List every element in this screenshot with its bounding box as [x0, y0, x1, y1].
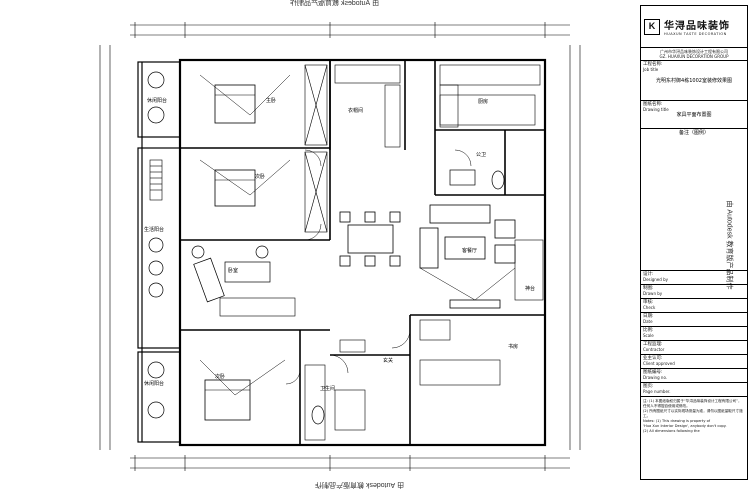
page-row: 图页: Page number.: [641, 383, 747, 397]
drawing-no-row: 图纸编号: Drawing no.: [641, 369, 747, 383]
label-foyer: 玄关: [383, 357, 393, 364]
cloak-cabinet-side: [384, 84, 401, 148]
client-row: 业主认可: Client approved: [641, 355, 747, 369]
drawing-label-en: Drawing title: [643, 107, 669, 112]
scale-label: 比例:: [643, 328, 654, 333]
brand-name-en: HUAXUN TASTE DECORATION: [664, 32, 727, 36]
bed-3: [204, 379, 251, 421]
check-label: 审核:: [643, 300, 654, 305]
wardrobe-master: [304, 64, 328, 146]
date-label-en: Date: [643, 319, 653, 324]
label-balcony-top: 休闲阳台: [147, 97, 167, 104]
logo-row: K 华浔品味装饰 HUAXUN TASTE DECORATION: [641, 6, 747, 48]
armchair-right: [494, 219, 516, 239]
label-bedroom3: 卧室: [228, 267, 238, 274]
label-second-bedroom-2: 次卧: [215, 373, 225, 380]
drawing-title-row: 图纸名称: Drawing title 家具平面布置图: [641, 101, 747, 129]
check-label-en: Check: [643, 305, 656, 310]
company-info: 广州市华浔品味装饰设计工程有限公司 GZ. HUAXUN DECORATION …: [641, 48, 747, 61]
project-label-en: Job title: [643, 67, 659, 72]
toilet-public: [491, 170, 505, 190]
drawing-label: 图纸名称:: [643, 102, 663, 107]
living-balcony-outline: [137, 147, 181, 349]
label-second-bedroom: 次卧: [255, 173, 265, 180]
cloak-cabinet-top: [334, 64, 401, 84]
check-row: 审核: Check: [641, 299, 747, 313]
label-living-room: 客餐厅: [462, 247, 477, 254]
bath-shower: [334, 389, 366, 431]
kitchen-counter-top: [439, 64, 541, 86]
client-label-en: Client approved: [643, 361, 675, 366]
project-row: 工程名称: Job title 光明东村御4栋1002室装修效果图: [641, 61, 747, 101]
drawn-row: 制图: Drawn by: [641, 285, 747, 299]
coffee-table: [444, 236, 486, 260]
label-shrine: 神台: [525, 285, 535, 292]
drawn-label: 制图:: [643, 286, 654, 291]
project-name: 光明东村御4栋1002室装修效果图: [656, 78, 732, 84]
title-block: K 华浔品味装饰 HUAXUN TASTE DECORATION 广州市华浔品味…: [640, 5, 748, 480]
designer-label-en: Designed by: [643, 277, 668, 282]
toilet-bath: [311, 405, 325, 425]
remark-label: 备注（图例）: [678, 130, 709, 136]
label-public-toilet: 公卫: [476, 152, 486, 158]
master-bed: [214, 84, 256, 124]
tv-unit-living: [449, 299, 501, 309]
label-living-balcony: 生活阳台: [144, 226, 164, 233]
wardrobe-second: [304, 151, 328, 233]
drawing-name: 家具平面布置图: [676, 112, 712, 118]
bath-cabinet: [304, 364, 326, 441]
sink: [339, 339, 366, 353]
second-bed: [214, 169, 256, 207]
floor-plan: 休闲阳台 主卧 衣帽间 厨房 公卫 生活阳台 次卧 卧室 客餐厅 神台 玄关 书…: [99, 22, 581, 471]
label-kitchen: 厨房: [478, 98, 488, 105]
sofa-left: [419, 227, 439, 269]
drawing-no-label-en: Drawing no.: [643, 375, 668, 380]
balcony-top-outline: [137, 61, 181, 138]
company-name-en: GZ. HUAXUN DECORATION GROUP: [659, 54, 729, 59]
sofa-bedroom3: [224, 261, 271, 283]
contractor-label: 工程监理:: [643, 342, 663, 347]
public-wash: [449, 169, 476, 186]
balcony-bottom-outline: [137, 351, 181, 443]
armchair-right-2: [494, 244, 516, 264]
label-study: 书房: [508, 343, 518, 350]
note-en-3: (2) All dimensions following the: [643, 429, 700, 433]
note-en-2: 'Hua Xun Interior Design', anybody don't…: [643, 424, 727, 428]
label-cloakroom: 衣帽间: [348, 107, 363, 114]
note-cn-2: (2) 所有图纸尺寸以实际现场测量为准，请勿以图纸量取尺寸施工。: [643, 409, 743, 418]
clothes-rack: [149, 159, 163, 201]
note-cn-1: 注: (1) 本图纸版权归属于“华浔品味装饰设计工程有限公司”，任何人不得擅自使…: [643, 399, 742, 408]
scale-label-en: Scale: [643, 333, 654, 338]
kitchen-counter-side: [439, 84, 459, 128]
page-label: 图页:: [643, 384, 654, 389]
client-label: 业主认可:: [643, 356, 663, 361]
dining-table: [347, 224, 394, 254]
remark-row: 备注（图例）: [641, 129, 747, 271]
date-row: 日期: Date: [641, 313, 747, 327]
page-label-en: Page number.: [643, 389, 671, 394]
study-shelf: [419, 319, 451, 341]
label-master-bedroom: 主卧: [266, 97, 276, 104]
brand-name-cn: 华浔品味装饰: [664, 21, 730, 32]
contractor-label-en: Contractor: [643, 347, 665, 352]
note-en-1: Notes: (1) This drawing is property of: [643, 419, 711, 423]
company-logo-icon: K: [644, 18, 660, 35]
scale-row: 比例: Scale: [641, 327, 747, 341]
project-label: 工程名称:: [643, 62, 663, 67]
tv-cabinet: [219, 297, 296, 317]
date-label: 日期:: [643, 314, 654, 319]
company-name-cn: 广州市华浔品味装饰设计工程有限公司: [660, 49, 728, 54]
shrine-cabinet: [514, 239, 544, 301]
contractor-row: 工程监理: Contractor: [641, 341, 747, 355]
drawn-label-en: Drawn by: [643, 291, 663, 296]
label-balcony-bottom: 休闲阳台: [144, 380, 164, 387]
notes-block: 注: (1) 本图纸版权归属于“华浔品味装饰设计工程有限公司”，任何人不得擅自使…: [641, 397, 747, 436]
drawing-no-label: 图纸编号:: [643, 370, 663, 375]
sofa-top: [429, 204, 491, 224]
label-bathroom: 卫生间: [320, 385, 335, 392]
designer-row: 设计: Designed by: [641, 271, 747, 285]
study-desk: [419, 359, 501, 386]
designer-label: 设计:: [643, 272, 654, 277]
